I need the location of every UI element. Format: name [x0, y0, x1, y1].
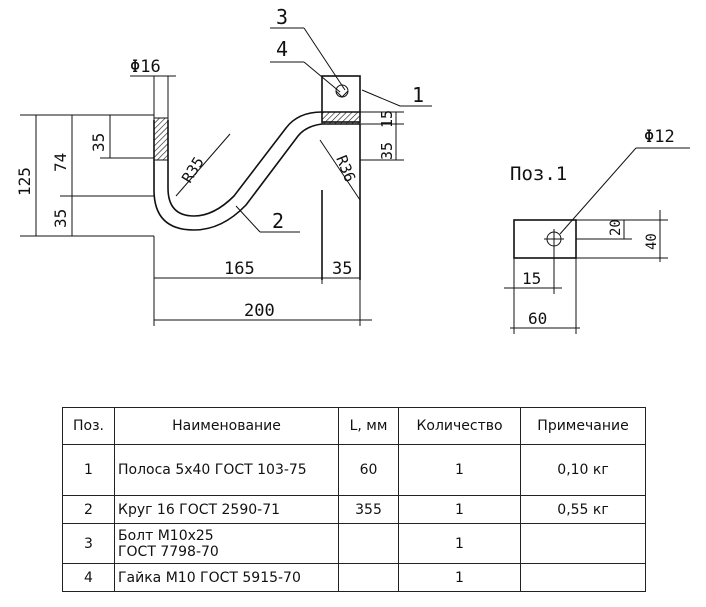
table-row: 4 Гайка М10 ГОСТ 5915-70 1	[62, 563, 646, 592]
dim-right-35: 35	[378, 142, 396, 160]
bolt-mark	[335, 90, 349, 98]
dim-60: 60	[528, 309, 547, 328]
dim-35-bottom: 35	[332, 259, 352, 279]
dim-165: 165	[224, 259, 255, 279]
dim-35-lower: 35	[51, 209, 70, 228]
cell-length	[338, 523, 399, 564]
leader-3	[303, 27, 346, 91]
table-row: 1 Полоса 5х40 ГОСТ 103-75 60 1 0,10 кг	[62, 444, 646, 496]
rod-diameter-label: Φ16	[130, 57, 161, 77]
cell-name: Болт М10х25 ГОСТ 7798-70	[114, 523, 339, 564]
rod-thread-left	[153, 117, 169, 161]
cell-pos: 4	[62, 563, 115, 592]
dim-200: 200	[244, 301, 275, 321]
cell-name: Гайка М10 ГОСТ 5915-70	[114, 563, 339, 592]
radius-35: R35	[178, 154, 208, 187]
header-name: Наименование	[114, 407, 339, 445]
cell-note: 0,10 кг	[520, 444, 646, 496]
cell-pos: 1	[62, 444, 115, 496]
cell-quantity: 1	[398, 563, 521, 592]
callout-4: 4	[276, 37, 288, 61]
header-pos: Поз.	[62, 407, 115, 445]
dim-125: 125	[15, 167, 34, 196]
cell-name-line2: ГОСТ 7798-70	[118, 543, 219, 560]
cell-quantity: 1	[398, 523, 521, 564]
rod-outer	[153, 120, 360, 231]
hole-diameter: Φ12	[644, 127, 675, 147]
cell-pos: 3	[62, 523, 115, 564]
cell-name-line1: Болт М10х25	[118, 527, 214, 544]
radius-36: R36	[332, 153, 359, 185]
detail-title: Поз.1	[510, 163, 567, 185]
bolt-head	[335, 84, 349, 98]
leader-1	[361, 89, 401, 107]
cell-note: 0,55 кг	[520, 495, 646, 524]
callout-3: 3	[276, 5, 288, 29]
radius-35-leader	[175, 133, 231, 197]
cell-length	[338, 563, 399, 592]
table-row: 2 Круг 16 ГОСТ 2590-71 355 1 0,55 кг	[62, 495, 646, 524]
dim-15-detail: 15	[522, 269, 541, 288]
header-quantity: Количество	[398, 407, 521, 445]
cell-quantity: 1	[398, 495, 521, 524]
dim-20: 20	[608, 219, 624, 236]
specification-table: Поз. Наименование L, мм Количество Приме…	[62, 407, 646, 592]
callout-2: 2	[272, 209, 284, 233]
callout-1: 1	[412, 83, 424, 107]
cell-pos: 2	[62, 495, 115, 524]
table-row: 3 Болт М10х25 ГОСТ 7798-70 1	[62, 523, 646, 564]
dim-35-upper: 35	[89, 133, 108, 152]
hole-leader	[559, 147, 637, 235]
cell-note	[520, 563, 646, 592]
header-length: L, мм	[338, 407, 399, 445]
cell-name: Круг 16 ГОСТ 2590-71	[114, 495, 339, 524]
header-note: Примечание	[520, 407, 646, 445]
cell-length: 355	[338, 495, 399, 524]
rod-inner	[167, 111, 360, 217]
dim-74: 74	[51, 153, 70, 172]
dim-40: 40	[644, 233, 660, 250]
radius-36-leader	[319, 139, 361, 201]
leader-2	[235, 205, 261, 233]
cell-length: 60	[338, 444, 399, 496]
cell-name: Полоса 5х40 ГОСТ 103-75	[114, 444, 339, 496]
table-header-row: Поз. Наименование L, мм Количество Приме…	[62, 407, 646, 445]
dim-right-15: 15	[378, 110, 396, 128]
cell-quantity: 1	[398, 444, 521, 496]
assembly-drawing: 3 4 1 2 Φ16 125 74 35 35 R35 R36 15	[15, 5, 690, 334]
rod-weld-right	[321, 111, 361, 125]
cell-note	[520, 523, 646, 564]
